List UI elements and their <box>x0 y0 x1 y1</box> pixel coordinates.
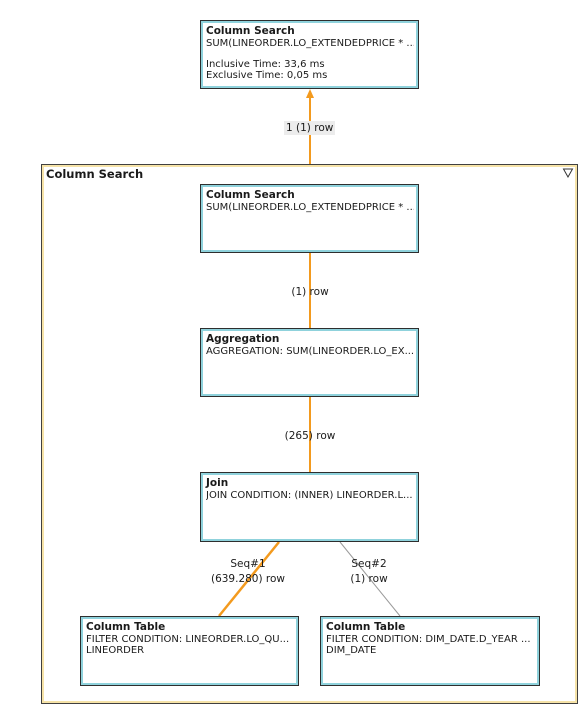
edge-label-aggregation-to-join: (265) row <box>284 430 336 442</box>
node-title: Column Table <box>326 621 406 633</box>
seq2-label: Seq#2 (1) row <box>329 557 409 587</box>
edge-join-to-right-table <box>339 541 401 617</box>
node-detail: AGGREGATION: SUM(LINEORDER.LO_EX... <box>206 346 414 357</box>
node-detail: SUM(LINEORDER.LO_EXTENDEDPRICE * ... <box>206 38 414 49</box>
seq1-label: Seq#1 (639.280) row <box>198 557 298 587</box>
join-node[interactable]: Join JOIN CONDITION: (INNER) LINEORDER.L… <box>200 472 419 542</box>
column-table-lineorder-node[interactable]: Column Table FILTER CONDITION: LINEORDER… <box>80 616 299 686</box>
node-detail: FILTER CONDITION: DIM_DATE.D_YEAR ... <box>326 634 531 645</box>
top-column-search-node[interactable]: Column Search SUM(LINEORDER.LO_EXTENDEDP… <box>200 20 419 89</box>
edge-join-to-left-table <box>218 541 280 617</box>
node-title: Column Search <box>206 25 295 37</box>
column-table-dim-date-node[interactable]: Column Table FILTER CONDITION: DIM_DATE.… <box>320 616 540 686</box>
table-name: LINEORDER <box>86 645 145 656</box>
node-title: Join <box>206 477 229 489</box>
column-search-group <box>41 164 578 704</box>
seq1-rows: (639.280) row <box>210 573 286 585</box>
top-edge-label: 1 (1) row <box>284 121 336 135</box>
node-title: Aggregation <box>206 333 280 345</box>
exclusive-time: Exclusive Time: 0,05 ms <box>206 70 328 81</box>
node-title: Column Table <box>86 621 166 633</box>
group-title: Column Search <box>46 167 144 181</box>
column-search-node[interactable]: Column Search SUM(LINEORDER.LO_EXTENDEDP… <box>200 184 419 253</box>
inclusive-time: Inclusive Time: 33,6 ms <box>206 59 325 70</box>
seq2-rows: (1) row <box>350 573 388 585</box>
edge-label-search-to-aggregation: (1) row <box>291 286 329 298</box>
arrow-up-icon <box>306 89 314 98</box>
node-title: Column Search <box>206 189 295 201</box>
table-name: DIM_DATE <box>326 645 377 656</box>
node-detail: SUM(LINEORDER.LO_EXTENDEDPRICE * ... <box>206 202 414 213</box>
aggregation-node[interactable]: Aggregation AGGREGATION: SUM(LINEORDER.L… <box>200 328 419 397</box>
triangle-down-icon[interactable] <box>562 167 574 179</box>
seq2-name: Seq#2 <box>351 558 387 570</box>
node-detail: JOIN CONDITION: (INNER) LINEORDER.L... <box>206 490 413 501</box>
seq1-name: Seq#1 <box>230 558 266 570</box>
node-detail: FILTER CONDITION: LINEORDER.LO_QU... <box>86 634 290 645</box>
